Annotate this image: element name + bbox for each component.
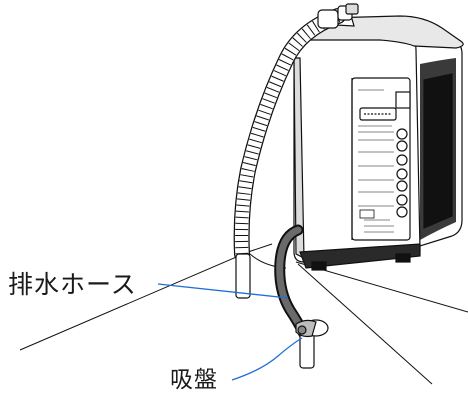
leader-lines [157,283,303,381]
water-ionizer-unit [293,11,464,271]
suction-cup-label: 吸盤 [170,367,218,393]
hose-fitting [317,3,359,29]
drain-hose [274,224,315,369]
suction-cup [295,319,329,338]
outlet-hose [233,8,346,299]
drain-hose-label: 排水ホース [8,270,137,299]
drain-hose-leader [157,283,289,299]
suction-cup-leader [231,337,303,381]
